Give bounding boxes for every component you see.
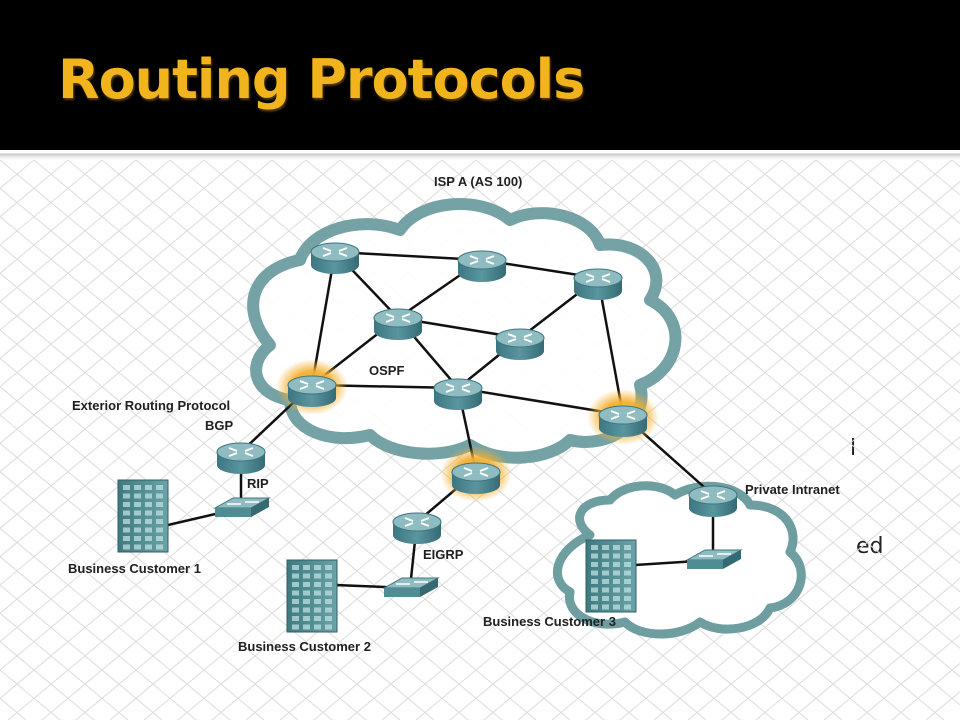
hidden-bullet-text-2: ed (856, 534, 884, 559)
business-customer-3-label: Business Customer 3 (483, 614, 616, 629)
router-icon (457, 250, 507, 282)
isp-label: ISP A (AS 100) (434, 174, 523, 189)
bgp-label: BGP (205, 418, 234, 433)
isp-cloud-icon (247, 198, 682, 464)
router-icon (433, 378, 483, 410)
switch-icon (685, 549, 743, 569)
router-icon (573, 268, 623, 300)
switch-icon (213, 497, 271, 517)
router-icon (392, 512, 442, 544)
rip-label: RIP (247, 476, 269, 491)
network-svg (0, 160, 960, 720)
title-bar: Routing Protocols (0, 0, 960, 150)
router-icon (495, 328, 545, 360)
business-customer-1-label: Business Customer 1 (68, 561, 201, 576)
router-icon (216, 442, 266, 474)
highlighted-router-icon (440, 446, 512, 502)
private-intranet-label: Private Intranet (745, 482, 840, 497)
hidden-bullet-text-1: l (850, 436, 857, 461)
highlighted-router-icon (587, 389, 659, 445)
eigrp-label: EIGRP (423, 547, 464, 562)
business-customer-2-label: Business Customer 2 (238, 639, 371, 654)
building-icon (585, 539, 637, 613)
slide-title: Routing Protocols (58, 48, 585, 111)
router-icon (688, 485, 738, 517)
building-icon (117, 479, 169, 553)
router-icon (373, 308, 423, 340)
building-icon (286, 559, 338, 633)
ospf-label: OSPF (369, 363, 405, 378)
switch-icon (382, 577, 440, 597)
highlighted-router-icon (276, 359, 348, 415)
title-divider (0, 150, 960, 160)
router-icon (310, 242, 360, 274)
exterior-label: Exterior Routing Protocol (72, 398, 231, 413)
network-diagram: l ed (0, 160, 960, 720)
